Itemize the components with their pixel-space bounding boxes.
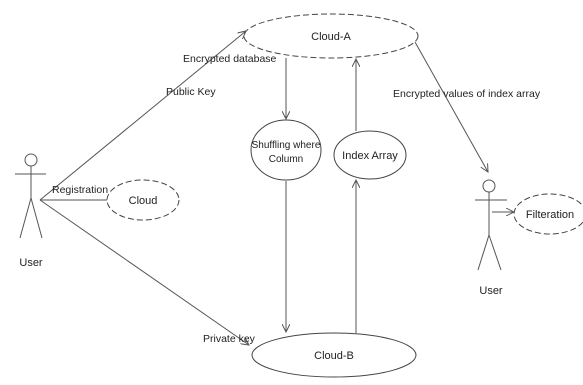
registration-label: Registration: [52, 184, 108, 196]
cloud-node: [106, 179, 180, 221]
actor-user-right: [475, 179, 507, 271]
actor-user-left: [15, 153, 46, 239]
cloud-a-node: [243, 13, 419, 59]
edge-cloud-a-to-user: [414, 41, 488, 172]
edge-user-to-cloud-b: [39, 199, 249, 345]
private-key-label: Private key: [203, 333, 256, 345]
public-key-label: Public Key: [166, 86, 216, 98]
cloud-b-node: [251, 332, 417, 378]
encrypted-values-label: Encrypted values of index array: [393, 88, 541, 100]
edge-user-to-cloud-a: [39, 31, 246, 201]
cloud-a-label: Cloud-A: [311, 31, 351, 43]
shuffling-label-line1: Shuffling where: [252, 140, 321, 151]
index-array-label: Index Array: [342, 150, 398, 162]
cloud-label: Cloud: [129, 195, 158, 207]
cloud-b-label: Cloud-B: [314, 350, 354, 362]
shuffling-label-line2: Column: [269, 154, 303, 165]
user-right-label: User: [479, 285, 503, 297]
index-array-node: [333, 130, 407, 180]
encrypted-database-label: Encrypted database: [183, 53, 277, 65]
user-left-label: User: [19, 257, 43, 269]
shuffling-node: [250, 119, 322, 181]
filteration-label: Filteration: [526, 209, 574, 221]
